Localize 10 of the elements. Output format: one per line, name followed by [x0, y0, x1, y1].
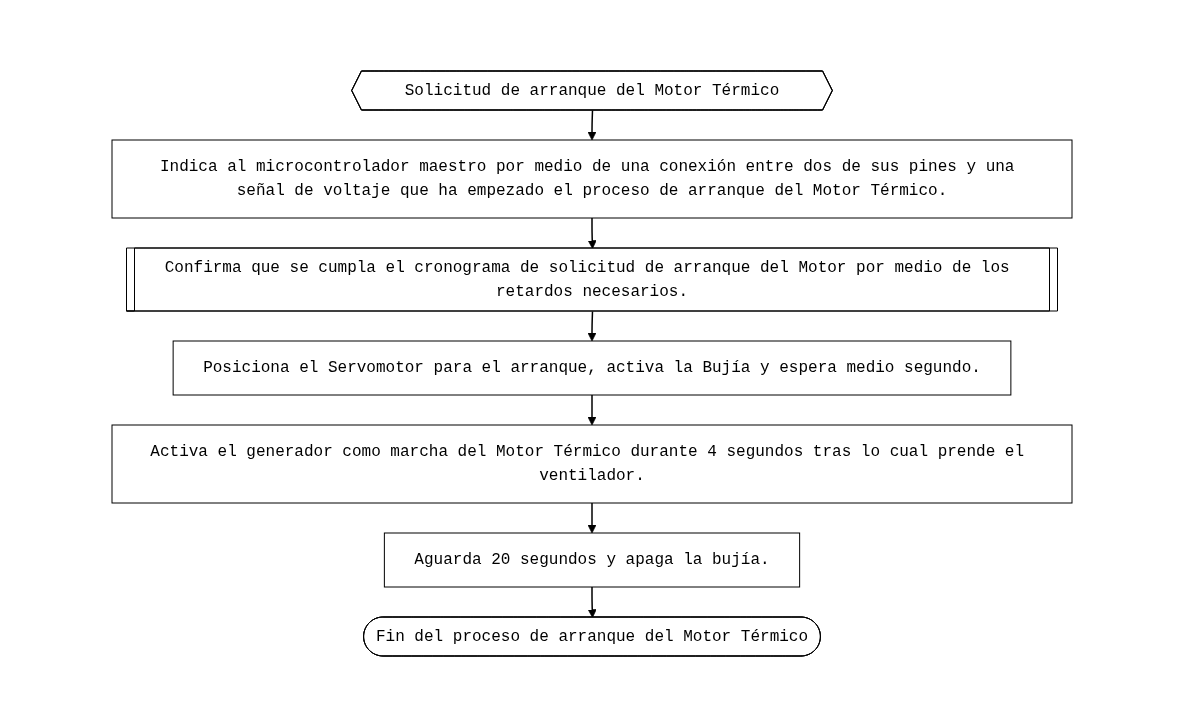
node-box: Indica al microcontrolador maestro por medio de una conexión entre dos de sus pines y una señal de voltaje que ha empezado el proceso de arranque del Motor Térmico.: [111, 139, 1072, 219]
arrow: [587, 394, 596, 426]
node-box: Aguarda 20 segundos y apaga la bujía.: [383, 532, 800, 588]
arrow: [587, 109, 596, 141]
node-box: Activa el generador como marcha del Motor Térmico durante 4 segundos tras lo cual prende el ventilador.: [111, 424, 1072, 504]
arrow: [587, 310, 596, 342]
arrow: [587, 502, 596, 534]
node-box: Posiciona el Servomotor para el arranque, activa la Bujía y espera medio segundo.: [172, 340, 1011, 396]
arrow: [587, 586, 597, 618]
arrow: [587, 217, 597, 249]
